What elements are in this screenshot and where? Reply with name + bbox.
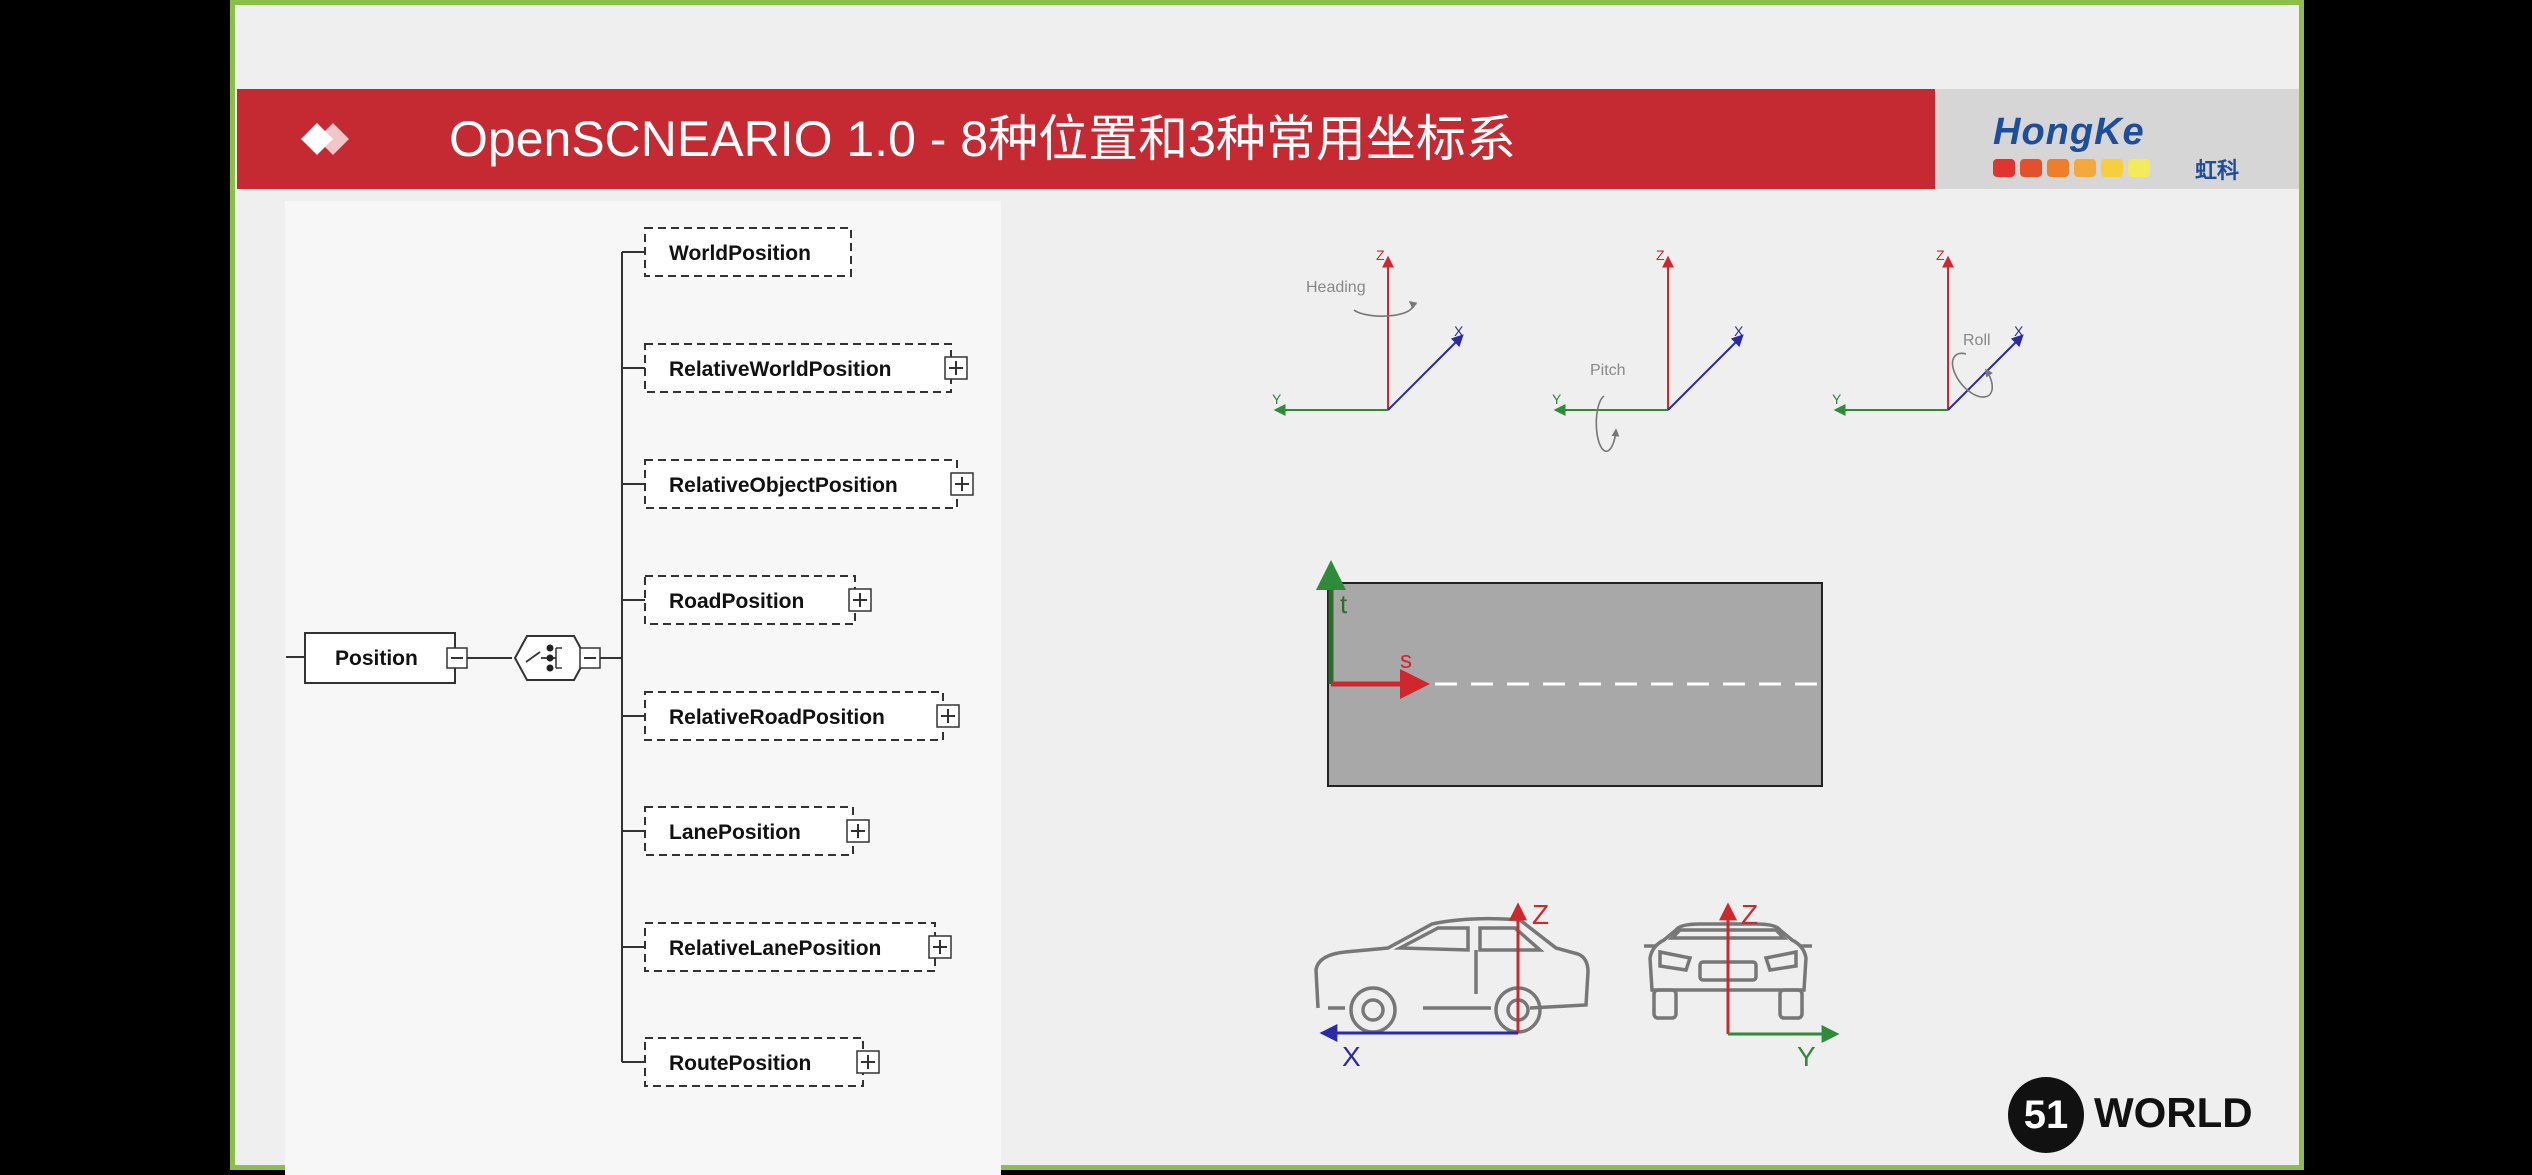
x-axis-label: X <box>1454 323 1464 339</box>
tree-node-label: RelativeObjectPosition <box>669 474 898 497</box>
hongke-logo: HongKe 虹科 <box>1935 89 2299 189</box>
tree-node-label: RelativeLanePosition <box>669 937 881 960</box>
hongke-dot <box>2128 159 2150 177</box>
tree-node-box <box>644 691 944 741</box>
expand-icon[interactable] <box>944 356 968 380</box>
axis-diagram-pitch: Z X Y Pitch <box>1552 247 1744 452</box>
tree-node-box <box>644 806 854 856</box>
car-front-view <box>1644 922 1812 1020</box>
tree-node-label: RoadPosition <box>669 590 804 613</box>
rotation-arrow-icon <box>1353 301 1418 317</box>
tree-node-lane-position[interactable]: LanePosition <box>622 806 870 856</box>
car-front-y-label: Y <box>1797 1041 1816 1072</box>
title-band: OpenSCNEARIO 1.0 - 8种位置和3种常用坐标系 <box>237 89 1977 189</box>
t-axis-label: t <box>1340 589 1348 619</box>
tree-node-relative-world-position[interactable]: RelativeWorldPosition <box>622 343 968 393</box>
slide-title: OpenSCNEARIO 1.0 - 8种位置和3种常用坐标系 <box>449 111 1516 167</box>
tree-node-relative-road-position[interactable]: RelativeRoadPosition <box>622 691 960 741</box>
car-side-view <box>1314 916 1590 1034</box>
x-axis-label: X <box>1734 323 1744 339</box>
car-side-z-label: Z <box>1532 899 1549 930</box>
axis-diagram-roll: Z X Y Roll <box>1832 247 2024 416</box>
rotation-arrow-icon <box>1951 352 1994 398</box>
rotation-arrow-icon <box>1595 395 1620 452</box>
collapse-icon[interactable] <box>446 647 468 669</box>
hongke-dot <box>2074 159 2096 177</box>
s-axis-label: s <box>1400 647 1412 674</box>
y-axis-label: Y <box>1552 391 1562 407</box>
tree-node-route-position[interactable]: RoutePosition <box>622 1037 880 1087</box>
tree-node-box <box>644 922 936 972</box>
hongke-dot <box>2020 159 2042 177</box>
z-axis-label: Z <box>1656 247 1665 263</box>
hongke-dot <box>2101 159 2123 177</box>
tree-node-label: RelativeRoadPosition <box>669 706 885 729</box>
expand-icon[interactable] <box>950 472 974 496</box>
51world-circle-icon: 51 <box>2008 1077 2084 1153</box>
x-axis <box>1947 334 2024 411</box>
tree-node-relative-object-position[interactable]: RelativeObjectPosition <box>622 459 974 509</box>
hongke-logo-text: HongKe <box>1993 111 2145 153</box>
hongke-dot <box>1993 159 2015 177</box>
expand-icon[interactable] <box>856 1050 880 1074</box>
x-axis <box>1387 334 1464 411</box>
road-coordinate-diagram: t s <box>1316 560 1823 787</box>
car-side-x-label: X <box>1342 1041 1361 1072</box>
z-axis-label: Z <box>1376 247 1385 263</box>
tree-node-label: WorldPosition <box>669 242 811 265</box>
tree-node-label: RelativeWorldPosition <box>669 358 891 381</box>
axis-diagram-heading: Z X Y Heading <box>1272 247 1464 416</box>
tree-node-box <box>644 1037 864 1087</box>
z-axis-label: Z <box>1936 247 1945 263</box>
expand-icon[interactable] <box>936 704 960 728</box>
collapse-icon[interactable] <box>579 647 601 669</box>
tree-node-label: RoutePosition <box>669 1052 811 1075</box>
tree-node-label: LanePosition <box>669 821 801 844</box>
51world-word: WORLD <box>2094 1089 2253 1136</box>
coordinate-axes: Z X Y Heading Z X Y Pitch Z X Y Roll <box>1272 247 2024 452</box>
choice-compositor-icon[interactable] <box>513 635 588 681</box>
expand-icon[interactable] <box>846 819 870 843</box>
tree-node-box <box>644 227 852 277</box>
hongke-logo-cn: 虹科 <box>2195 158 2240 183</box>
rotation-label: Heading <box>1306 279 1366 296</box>
hongke-dot <box>2047 159 2069 177</box>
position-node-label: Position <box>335 647 418 670</box>
tree-node-world-position[interactable]: WorldPosition <box>622 227 852 277</box>
position-node <box>304 632 456 684</box>
tree-node-box <box>644 459 958 509</box>
position-tree: Position WorldPositionRelativeWorldPosit… <box>286 227 974 1087</box>
tree-node-relative-lane-position[interactable]: RelativeLanePosition <box>622 922 952 972</box>
tree-node-road-position[interactable]: RoadPosition <box>622 575 872 625</box>
expand-icon[interactable] <box>848 588 872 612</box>
y-axis-label: Y <box>1832 391 1842 407</box>
expand-icon[interactable] <box>928 935 952 959</box>
car-front-z-label: Z <box>1741 899 1758 930</box>
51world-logo: 51 WORLD <box>2008 1077 2268 1157</box>
diamond-logo-icon <box>301 123 349 155</box>
x-axis <box>1667 334 1744 411</box>
y-axis-label: Y <box>1272 391 1282 407</box>
rotation-label: Roll <box>1963 332 1991 349</box>
x-axis-label: X <box>2014 323 2024 339</box>
rotation-label: Pitch <box>1590 362 1626 379</box>
